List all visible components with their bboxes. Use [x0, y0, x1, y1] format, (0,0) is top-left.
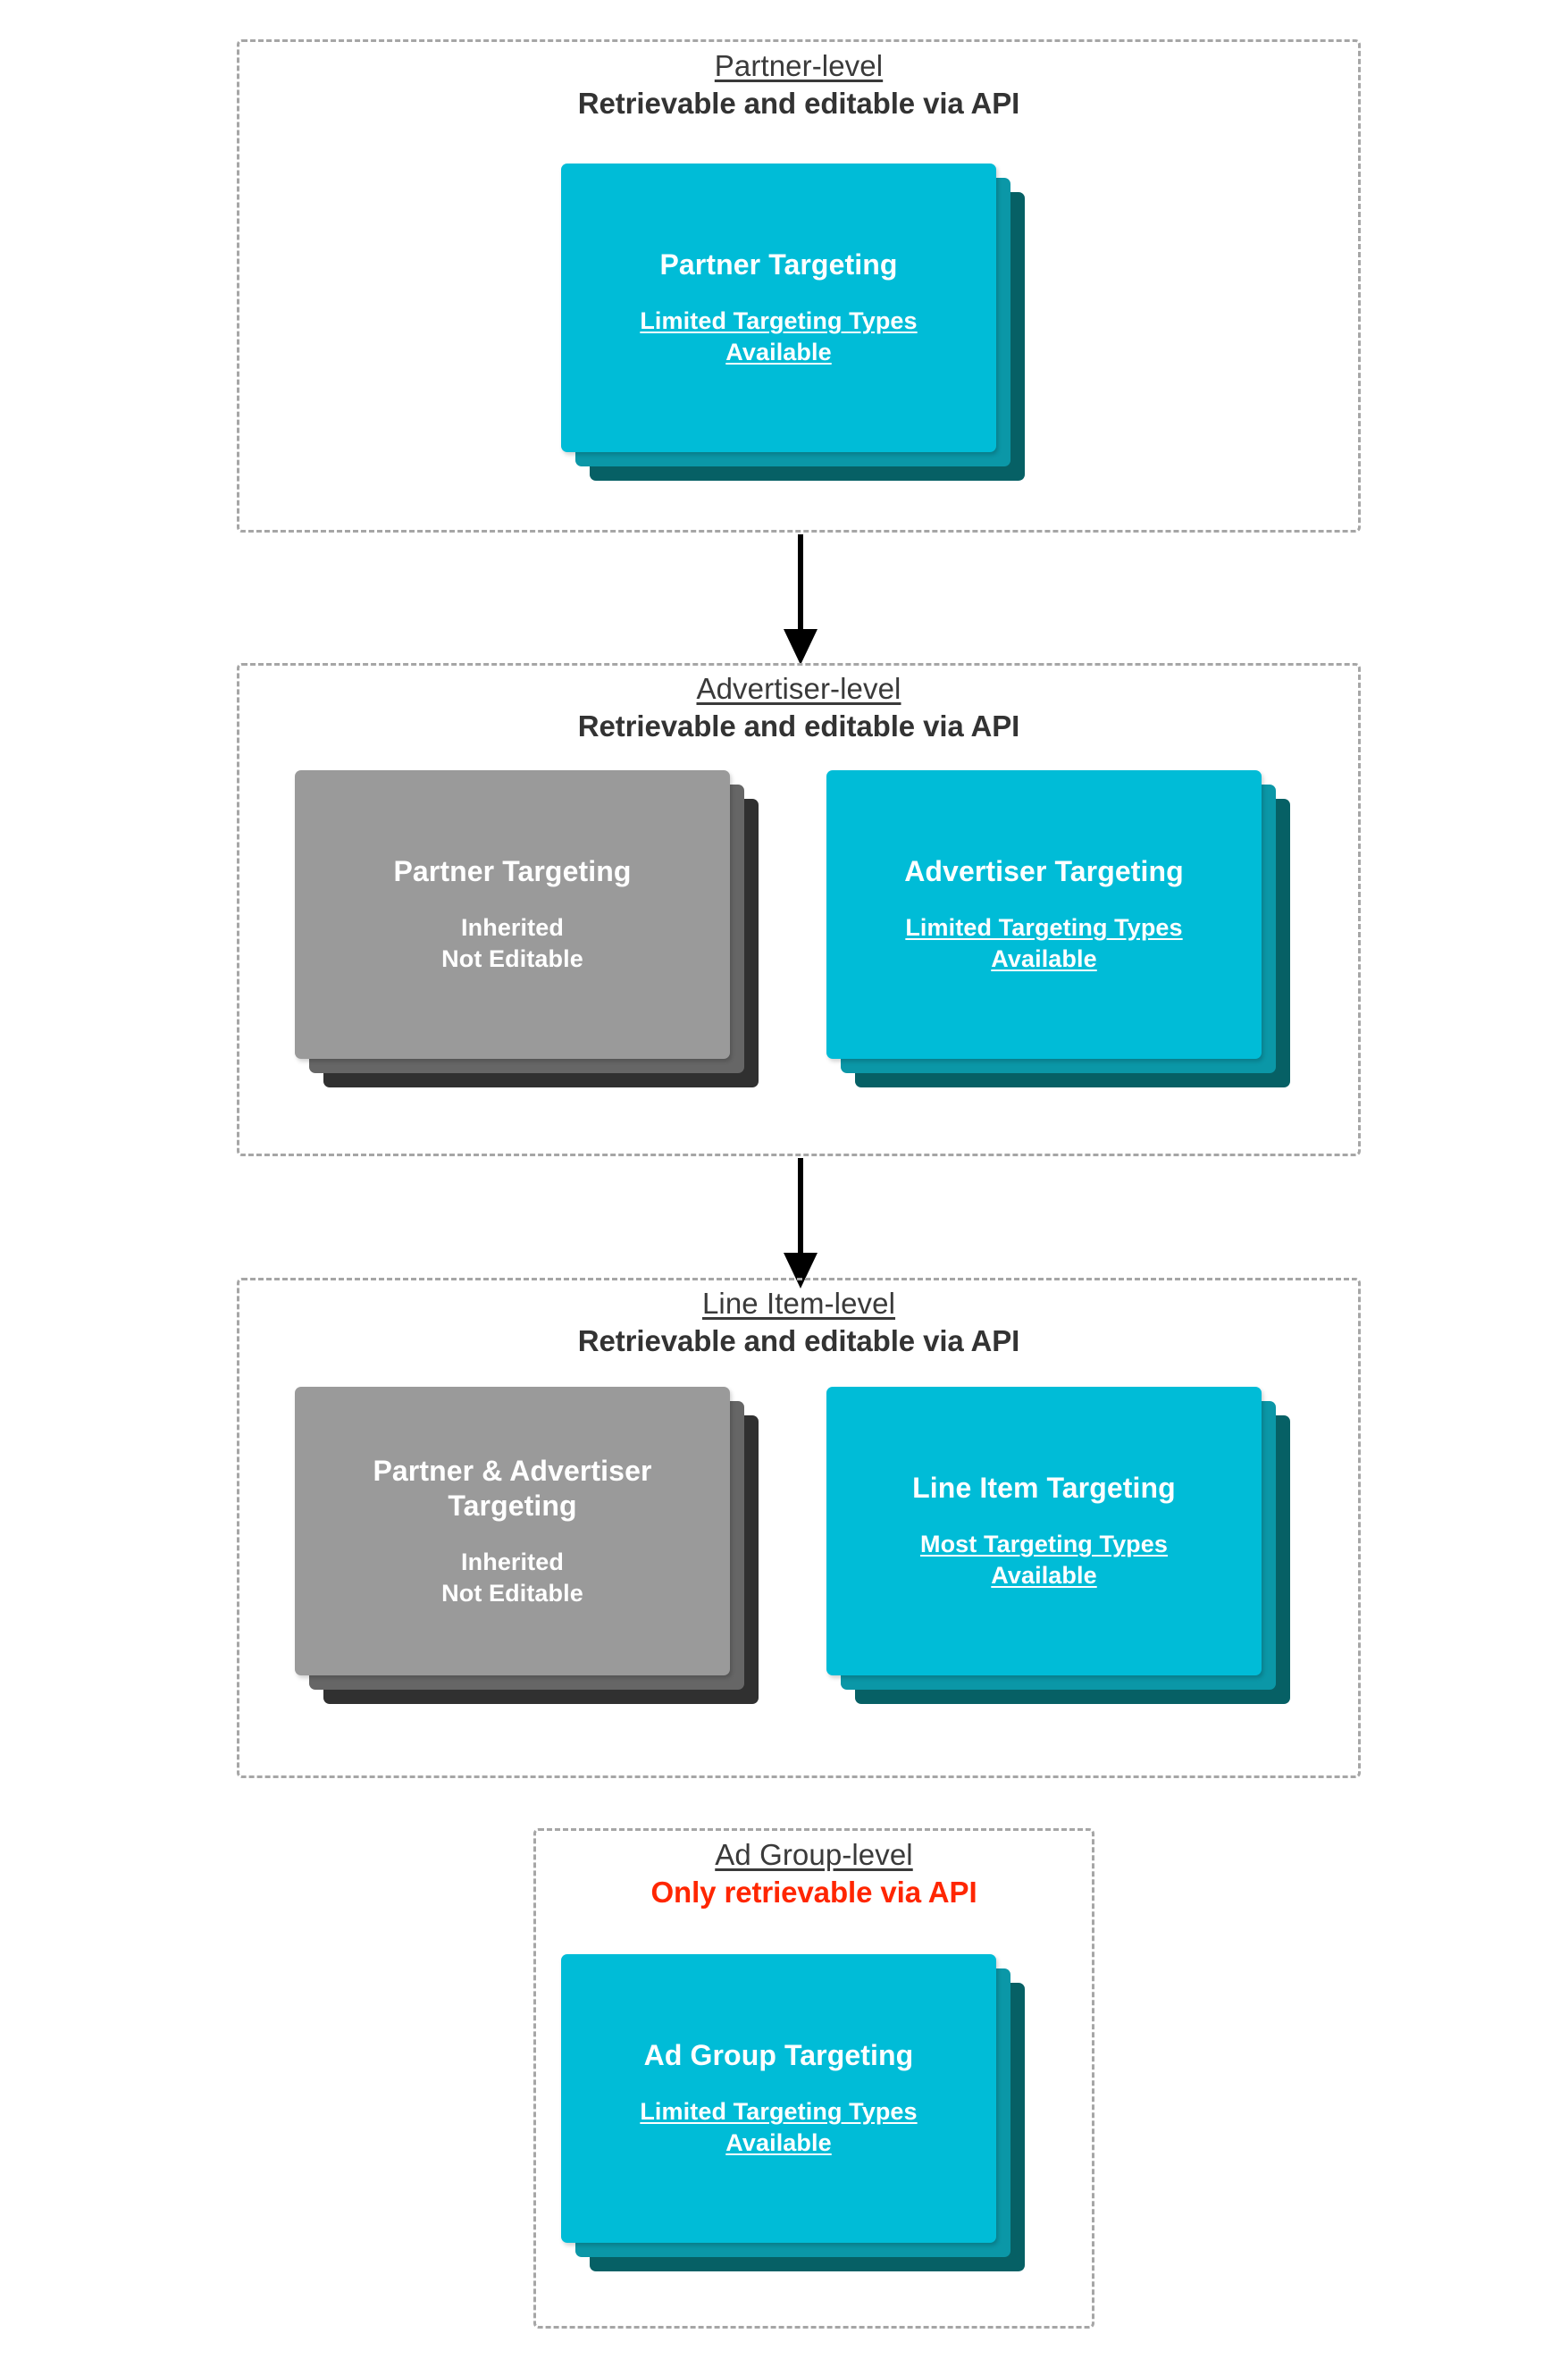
card-subtitle-line1: Most Targeting Types [919, 1531, 1169, 1558]
level-access-ad-group: Only retrievable via API [650, 1875, 977, 1909]
card-front-advertiser-targeting[interactable]: Advertiser Targeting Limited Targeting T… [826, 770, 1262, 1059]
card-subtitle-line2: Available [991, 945, 1097, 973]
connector-partner-to-advertiser [776, 534, 826, 667]
level-container-advertiser [237, 663, 1361, 1156]
card-subtitle-line2: Available [725, 2129, 832, 2157]
card-front-ad-group-targeting[interactable]: Ad Group Targeting Limited Targeting Typ… [561, 1954, 996, 2243]
card-subtitle-line2: Available [991, 1562, 1097, 1590]
card-stack-advertiser-inherited-partner[interactable]: Partner Targeting Inherited Not Editable [295, 770, 768, 1119]
connector-advertiser-to-line-item [776, 1158, 826, 1290]
card-title: Line Item Targeting [912, 1472, 1176, 1505]
card-subtitle-line2: Not Editable [441, 1579, 583, 1607]
level-container-line-item [237, 1278, 1361, 1778]
level-access-advertiser: Retrievable and editable via API [577, 709, 1020, 743]
card-title: Partner Targeting [393, 855, 632, 888]
card-front-inherited-partner-targeting[interactable]: Partner Targeting Inherited Not Editable [295, 770, 730, 1059]
level-heading-line-item: Line Item-level Retrievable and editable… [237, 1287, 1361, 1359]
level-container-ad-group [533, 1828, 1094, 2329]
card-stack-partner-targeting[interactable]: Partner Targeting Limited Targeting Type… [561, 164, 1035, 481]
card-stack-line-item-targeting[interactable]: Line Item Targeting Most Targeting Types… [826, 1387, 1300, 1735]
level-heading-partner: Partner-level Retrievable and editable v… [237, 49, 1361, 122]
level-heading-advertiser: Advertiser-level Retrievable and editabl… [237, 672, 1361, 744]
card-subtitle-line1: Limited Targeting Types [905, 914, 1183, 942]
down-arrow-icon [784, 534, 818, 665]
card-subtitle-line2: Available [725, 339, 832, 366]
card-front-line-item-targeting[interactable]: Line Item Targeting Most Targeting Types… [826, 1387, 1262, 1675]
card-front-inherited-partner-advertiser-targeting[interactable]: Partner & Advertiser Targeting Inherited… [295, 1387, 730, 1675]
card-stack-advertiser-targeting[interactable]: Advertiser Targeting Limited Targeting T… [826, 770, 1300, 1119]
card-title: Ad Group Targeting [643, 2039, 914, 2072]
level-container-partner [237, 39, 1361, 533]
level-name-partner: Partner-level [714, 49, 884, 82]
card-front-partner-targeting[interactable]: Partner Targeting Limited Targeting Type… [561, 164, 996, 452]
card-title: Partner & Advertiser Targeting [373, 1454, 652, 1522]
level-name-line-item: Line Item-level [701, 1287, 896, 1320]
card-subtitle-line1: Inherited [461, 914, 564, 942]
card-subtitle-line1: Limited Targeting Types [640, 2098, 918, 2126]
card-stack-ad-group-targeting[interactable]: Ad Group Targeting Limited Targeting Typ… [561, 1954, 1035, 2303]
card-subtitle-line1: Inherited [461, 1548, 564, 1575]
card-title: Advertiser Targeting [904, 855, 1184, 888]
level-heading-ad-group: Ad Group-level Only retrievable via API [533, 1838, 1094, 1910]
card-title: Partner Targeting [659, 248, 898, 281]
level-access-line-item: Retrievable and editable via API [577, 1323, 1020, 1357]
card-stack-line-item-inherited[interactable]: Partner & Advertiser Targeting Inherited… [295, 1387, 768, 1735]
card-subtitle-line2: Not Editable [441, 945, 583, 973]
card-subtitle-line1: Limited Targeting Types [640, 307, 918, 335]
level-access-partner: Retrievable and editable via API [577, 86, 1020, 120]
down-arrow-icon [784, 1158, 818, 1288]
level-name-ad-group: Ad Group-level [715, 1838, 913, 1871]
level-name-advertiser: Advertiser-level [696, 672, 901, 705]
